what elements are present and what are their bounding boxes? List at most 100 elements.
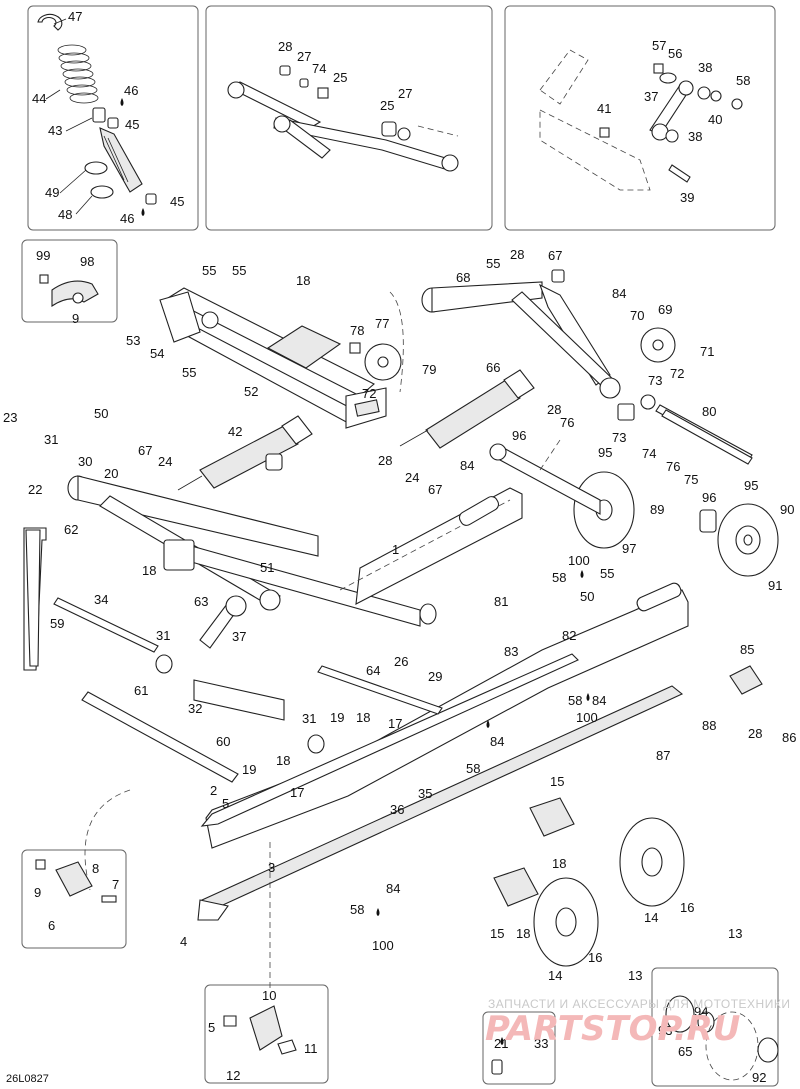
callout-31: 31: [44, 432, 58, 447]
callout-46: 46: [124, 83, 138, 98]
callout-72b: 72: [670, 366, 684, 381]
callout-38: 38: [698, 60, 712, 75]
callout-96: 96: [512, 428, 526, 443]
rear-arm-assembly: [159, 287, 402, 429]
callout-91: 91: [768, 578, 782, 593]
arm-32: [193, 679, 285, 721]
callout-45-lower: 45: [170, 194, 184, 209]
callout-85: 85: [740, 642, 754, 657]
callout-60: 60: [216, 734, 230, 749]
callout-86: 86: [782, 730, 796, 745]
callout-83: 83: [504, 644, 518, 659]
callout-100b: 100: [576, 710, 598, 725]
callout-16: 16: [680, 900, 694, 915]
callout-58b: 58: [552, 570, 566, 585]
shaft-64: [317, 665, 443, 715]
callout-93: 93: [658, 1023, 672, 1038]
callout-1: 1: [392, 542, 399, 557]
callout-84b: 84: [460, 458, 474, 473]
callout-58e: 58: [350, 902, 364, 917]
callout-97: 97: [622, 541, 636, 556]
plug-drawing: [491, 1059, 503, 1075]
idler-wheel-right: [699, 503, 779, 577]
track-61: [81, 691, 239, 783]
callout-31c: 31: [302, 711, 316, 726]
callout-29: 29: [428, 669, 442, 684]
callout-22: 22: [28, 482, 42, 497]
callout-19b: 19: [242, 762, 256, 777]
callout-28c: 28: [547, 402, 561, 417]
callout-64: 64: [366, 663, 380, 678]
callout-28b: 28: [510, 247, 524, 262]
rear-shock: [177, 415, 313, 491]
callout-65: 65: [678, 1044, 692, 1059]
bracket-drawing: [39, 274, 99, 308]
callout-71: 71: [700, 344, 714, 359]
callout-80: 80: [702, 404, 716, 419]
linkage-drawing: [539, 49, 743, 191]
callout-50b: 50: [580, 589, 594, 604]
callout-9-bracket: 9: [72, 311, 79, 326]
callout-14: 14: [644, 910, 658, 925]
callout-98: 98: [80, 254, 94, 269]
callout-52: 52: [244, 384, 258, 399]
callout-58: 58: [736, 73, 750, 88]
callout-10: 10: [262, 988, 276, 1003]
callout-15b: 15: [490, 926, 504, 941]
rear-axle-shaft: [661, 409, 753, 465]
callout-84d: 84: [490, 734, 504, 749]
callout-66: 66: [486, 360, 500, 375]
callout-15: 15: [550, 774, 564, 789]
diagram-code: 26L0827: [6, 1073, 49, 1085]
callout-74b: 74: [642, 446, 656, 461]
callout-84c: 84: [592, 693, 606, 708]
callout-75: 75: [684, 472, 698, 487]
callout-73b: 73: [612, 430, 626, 445]
callout-61: 61: [134, 683, 148, 698]
callout-18d: 18: [276, 753, 290, 768]
callout-55e: 55: [600, 566, 614, 581]
callout-82: 82: [562, 628, 576, 643]
callout-24b: 24: [405, 470, 419, 485]
callout-55b: 55: [232, 263, 246, 278]
callout-55d: 55: [486, 256, 500, 271]
callout-55c: 55: [182, 365, 196, 380]
callout-95b: 95: [744, 478, 758, 493]
callout-58c: 58: [568, 693, 582, 708]
callout-55: 55: [202, 263, 216, 278]
callout-57: 57: [652, 38, 666, 53]
callout-34: 34: [94, 592, 108, 607]
callout-72: 72: [362, 386, 376, 401]
callout-19: 19: [330, 710, 344, 725]
callout-77: 77: [375, 316, 389, 331]
watermark-brand: PARTSTOP.RU: [485, 1009, 740, 1049]
callout-27-right: 27: [398, 86, 412, 101]
callout-20: 20: [104, 466, 118, 481]
callout-44: 44: [32, 91, 46, 106]
main-callouts: 55 55 18 53 54 55 52 78 77 79 72 68 55 2…: [3, 247, 796, 983]
callout-76: 76: [560, 415, 574, 430]
callout-67b: 67: [138, 443, 152, 458]
callout-5-detail: 5: [208, 1020, 215, 1035]
callout-47: 47: [68, 9, 82, 24]
callout-39: 39: [680, 190, 694, 205]
lower-wheel-right: [619, 817, 685, 907]
callout-68: 68: [456, 270, 470, 285]
center-arm-assembly: [67, 475, 437, 627]
callout-18f: 18: [516, 926, 530, 941]
callout-11: 11: [304, 1041, 318, 1056]
callout-23: 23: [3, 410, 17, 425]
callout-2: 2: [210, 783, 217, 798]
idler-wheel-upper: [489, 443, 635, 549]
callout-28e: 28: [748, 726, 762, 741]
callout-38-lower: 38: [688, 129, 702, 144]
callout-73: 73: [648, 373, 662, 388]
callout-78: 78: [350, 323, 364, 338]
shaft-34: [53, 597, 159, 653]
callout-9-stopper: 9: [34, 885, 41, 900]
front-arm-drawing: [227, 65, 459, 172]
callout-67c: 67: [428, 482, 442, 497]
callout-28: 28: [278, 39, 292, 54]
callout-18c: 18: [356, 710, 370, 725]
callout-67: 67: [548, 248, 562, 263]
